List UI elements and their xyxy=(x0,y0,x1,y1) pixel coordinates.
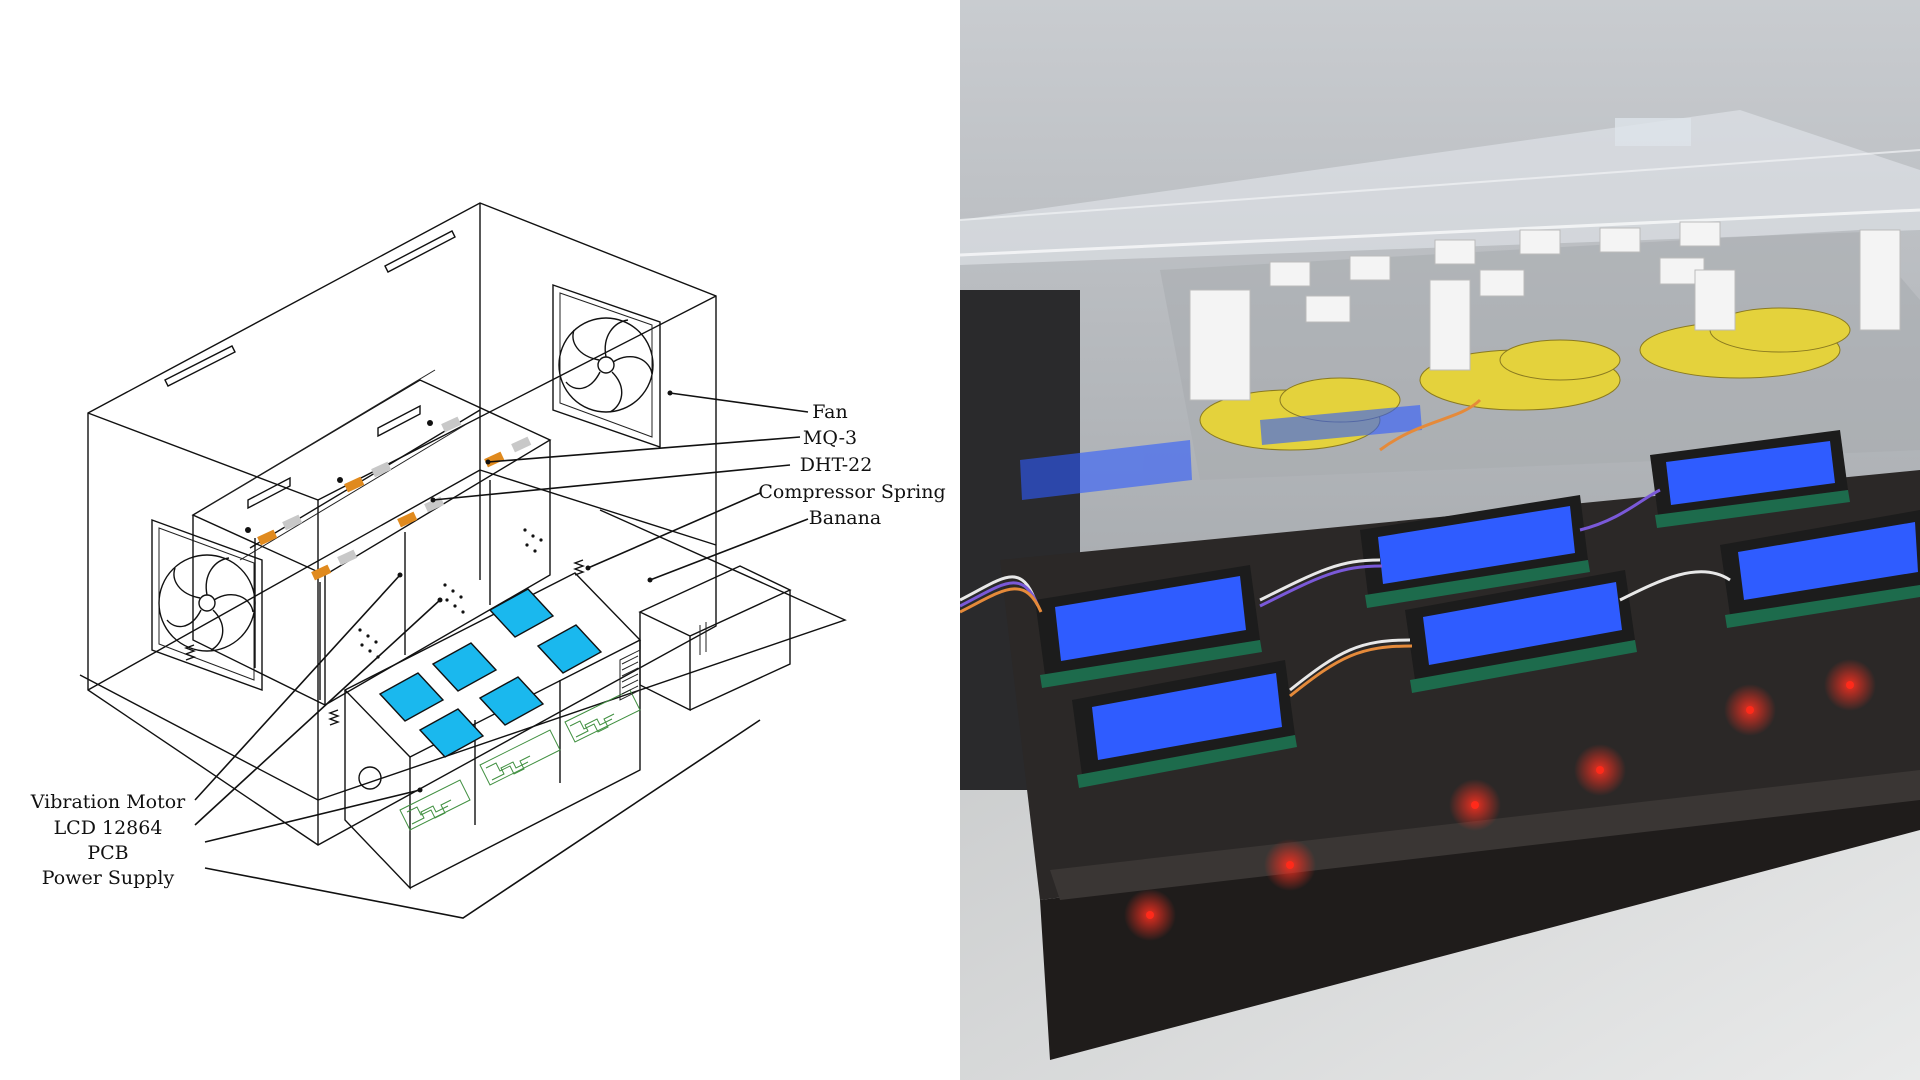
prototype-photo xyxy=(960,0,1920,1080)
label-vibration-motor: Vibration Motor xyxy=(30,791,186,813)
pcb-tray xyxy=(343,572,642,890)
label-pcb: PCB xyxy=(87,842,128,864)
chamber xyxy=(191,369,552,707)
power-supply xyxy=(619,565,792,712)
lid-handle xyxy=(1615,118,1691,146)
label-mq3: MQ-3 xyxy=(803,427,857,449)
schematic-diagram: Fan MQ-3 DHT-22 Compressor Spring Banana… xyxy=(29,202,946,919)
label-banana: Banana xyxy=(809,507,881,529)
sensor-modules xyxy=(245,416,532,581)
spring-icon xyxy=(184,559,585,726)
lcd-modules xyxy=(1020,405,1920,788)
fan-icon xyxy=(552,284,661,448)
lcd-screens xyxy=(378,588,603,758)
label-power-supply: Power Supply xyxy=(42,867,175,889)
fan-icon xyxy=(151,519,263,691)
vent-holes xyxy=(358,528,543,659)
enclosure xyxy=(79,202,847,846)
label-lcd-12864: LCD 12864 xyxy=(54,817,163,839)
leader-lines xyxy=(194,390,809,919)
label-compressor-spring: Compressor Spring xyxy=(758,481,945,503)
pcb-traces xyxy=(399,689,641,831)
label-fan: Fan xyxy=(812,401,847,423)
led-glows xyxy=(1124,659,1876,941)
sensor-blocks xyxy=(1189,221,1901,401)
ribbon-cables xyxy=(960,398,1731,698)
label-dht22: DHT-22 xyxy=(800,454,873,476)
